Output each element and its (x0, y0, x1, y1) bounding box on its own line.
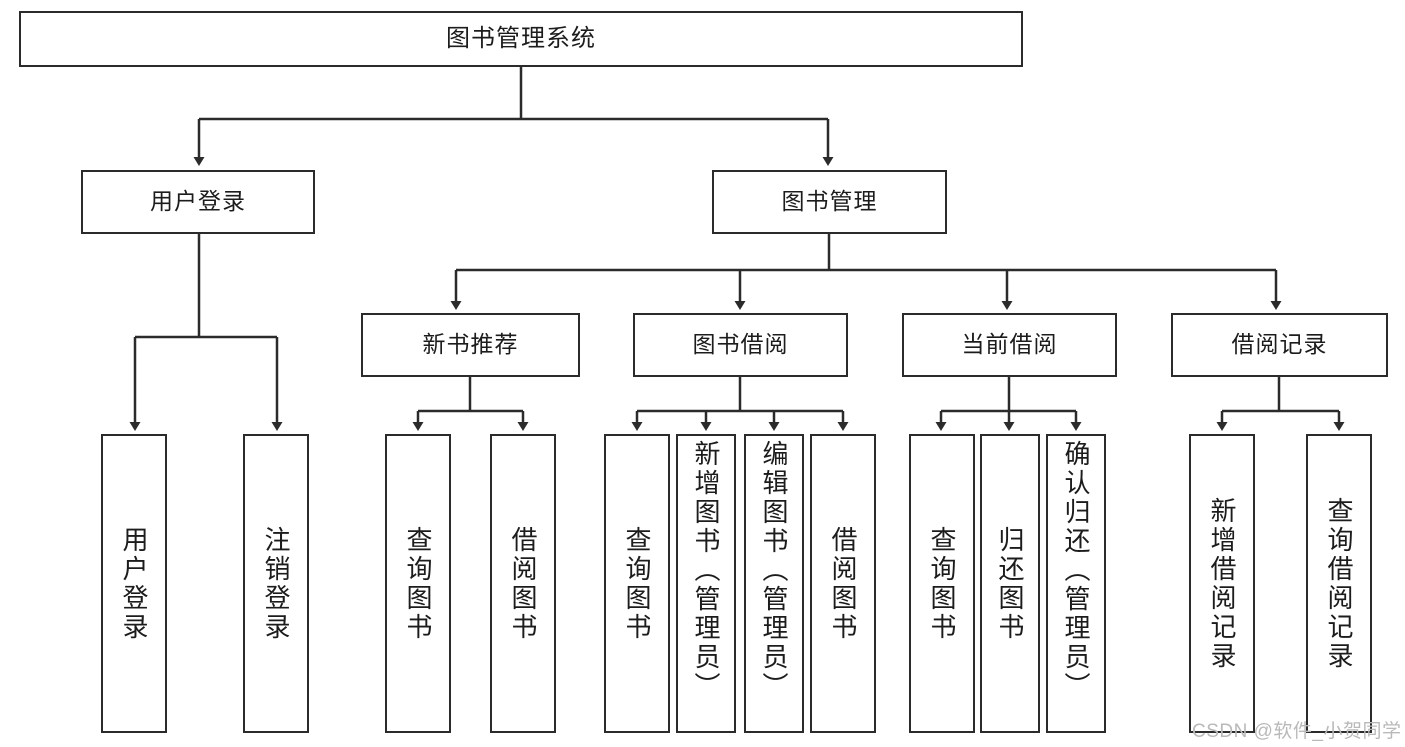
leaf-borrow-book-recommend[interactable]: 借阅图书 (490, 434, 556, 733)
leaf-edit-book-admin[interactable]: 编辑图书（管理员） (744, 434, 804, 733)
node-label: 用户登录 (119, 525, 149, 642)
node-new-book-recommend[interactable]: 新书推荐 (361, 313, 580, 377)
node-label: 用户登录 (150, 188, 246, 215)
node-root-book-management-system[interactable]: 图书管理系统 (19, 11, 1023, 67)
csdn-watermark: CSDN @软件_小贺同学 (1192, 721, 1402, 742)
node-label: 当前借阅 (961, 331, 1058, 358)
node-label: 查询图书 (622, 525, 652, 642)
leaf-logout[interactable]: 注销登录 (243, 434, 309, 733)
leaf-user-login[interactable]: 用户登录 (101, 434, 167, 733)
node-label: 查询图书 (927, 525, 957, 642)
node-user-login[interactable]: 用户登录 (81, 170, 315, 234)
leaf-query-borrow-record[interactable]: 查询借阅记录 (1306, 434, 1372, 733)
leaf-query-book-borrow[interactable]: 查询图书 (604, 434, 670, 733)
node-label: 图书借阅 (692, 331, 789, 358)
leaf-query-book-recommend[interactable]: 查询图书 (385, 434, 451, 733)
leaf-query-book-current[interactable]: 查询图书 (909, 434, 975, 733)
node-label: 新增图书（管理员） (691, 440, 721, 701)
node-label: 新书推荐 (422, 331, 519, 358)
node-current-borrow[interactable]: 当前借阅 (902, 313, 1117, 377)
node-label: 借阅图书 (508, 525, 538, 642)
node-label: 归还图书 (995, 525, 1025, 642)
node-label: 注销登录 (261, 525, 291, 642)
node-label: 图书管理 (781, 188, 878, 215)
node-label: 查询借阅记录 (1324, 496, 1354, 671)
leaf-add-borrow-record[interactable]: 新增借阅记录 (1189, 434, 1255, 733)
leaf-return-book[interactable]: 归还图书 (980, 434, 1040, 733)
node-label: 新增借阅记录 (1207, 496, 1237, 671)
node-borrow-record[interactable]: 借阅记录 (1171, 313, 1388, 377)
node-label: 确认归还（管理员） (1061, 440, 1091, 701)
node-book-manage[interactable]: 图书管理 (712, 170, 947, 234)
leaf-borrow-book-borrow[interactable]: 借阅图书 (810, 434, 876, 733)
leaf-add-book-admin[interactable]: 新增图书（管理员） (676, 434, 736, 733)
node-label: 借阅图书 (828, 525, 858, 642)
leaf-confirm-return-admin[interactable]: 确认归还（管理员） (1046, 434, 1106, 733)
node-label: 图书管理系统 (446, 24, 596, 52)
node-book-borrow[interactable]: 图书借阅 (633, 313, 848, 377)
node-label: 编辑图书（管理员） (759, 440, 789, 701)
node-label: 借阅记录 (1231, 331, 1328, 358)
node-label: 查询图书 (403, 525, 433, 642)
